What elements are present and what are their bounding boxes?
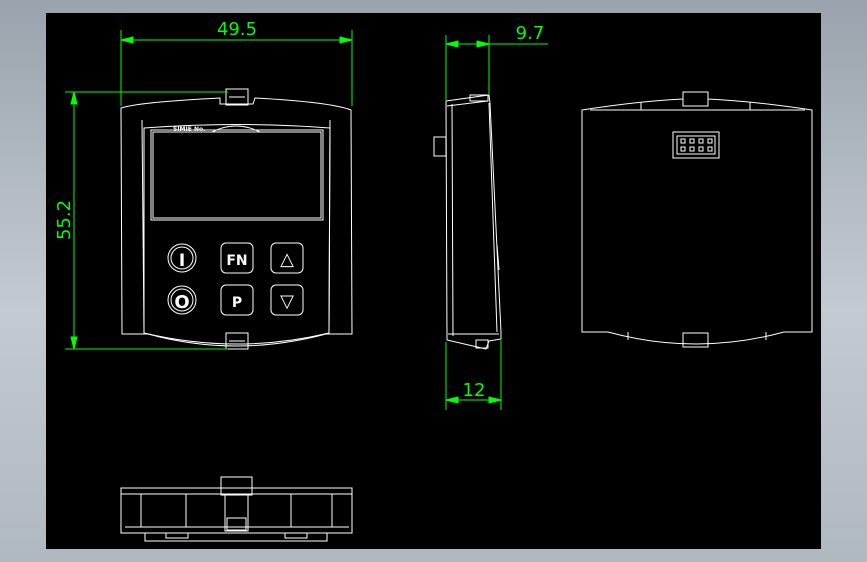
side-notch (496, 244, 500, 271)
off-button-label: O (174, 292, 189, 313)
bottom-depth-arrow-right (488, 396, 502, 404)
front-dimensions (65, 30, 353, 350)
down-button-outline (270, 284, 304, 316)
p-button-label: P (232, 295, 242, 311)
side-connector (433, 136, 447, 157)
fn-button-label: FN (226, 253, 247, 269)
on-button-label: I (179, 251, 185, 271)
bottom-depth-arrow-left (445, 396, 459, 404)
bottom-view (120, 476, 353, 542)
top-depth-arrow-left (445, 40, 459, 48)
height-arrow-top (70, 91, 78, 105)
front-view (120, 88, 353, 350)
off-button-ring (170, 288, 194, 312)
side-outline (445, 94, 502, 350)
off-button-outline (167, 285, 197, 315)
front-face (143, 124, 331, 345)
p-button-outline (220, 284, 254, 316)
bottom-slot-right (284, 532, 308, 539)
pin-4 (707, 138, 713, 144)
display-top-arc (211, 125, 261, 133)
pin-8 (707, 146, 713, 152)
side-inner-back (451, 103, 454, 337)
pin-1 (680, 138, 686, 144)
bottom-latch (225, 332, 249, 350)
bottom-center-latch (220, 476, 253, 496)
width-arrow-left (120, 36, 134, 44)
bottom-slot-left (165, 532, 189, 539)
fn-button-outline (220, 242, 254, 274)
on-button-outline (167, 243, 197, 273)
front-height-label: 55.2 (54, 200, 75, 240)
bottom-center-tab (224, 494, 249, 532)
side-top-depth-label: 9.7 (516, 23, 545, 44)
display-window-inner (152, 131, 322, 219)
display-window (150, 129, 324, 221)
back-view (581, 91, 813, 348)
side-dimensions (445, 35, 548, 410)
back-connector-body (672, 131, 720, 159)
side-top-tab (469, 94, 489, 102)
side-view (433, 94, 502, 350)
bottom-center-clip (226, 517, 247, 531)
up-button-outline (270, 242, 304, 274)
pin-3 (698, 138, 704, 144)
front-width-label: 49.5 (217, 19, 257, 40)
pin-5 (680, 146, 686, 152)
pin-6 (689, 146, 695, 152)
panel-label: SIMIE No. (173, 126, 205, 133)
back-outline (581, 91, 813, 345)
top-latch (225, 88, 249, 106)
down-button-label: ▽ (280, 291, 294, 312)
front-housing-outline (120, 97, 353, 347)
drawing-viewport (46, 13, 821, 549)
back-bottom-latch (682, 332, 709, 348)
back-top-latch (682, 91, 709, 107)
side-bottom-depth-label: 12 (463, 380, 486, 401)
side-bottom-tab (475, 339, 489, 349)
side-top-edge (446, 100, 489, 107)
bottom-foot (144, 532, 328, 542)
front-view-labels: SIMIE No. I FN △ O P ▽ (173, 126, 294, 313)
side-front-edge (488, 102, 498, 333)
up-button-label: △ (280, 249, 294, 270)
top-depth-arrow-right (476, 40, 490, 48)
height-arrow-bottom (70, 336, 78, 350)
pin-2 (689, 138, 695, 144)
pin-7 (698, 146, 704, 152)
on-button-ring (170, 246, 194, 270)
back-connector-inner (676, 135, 716, 155)
width-arrow-right (339, 36, 353, 44)
